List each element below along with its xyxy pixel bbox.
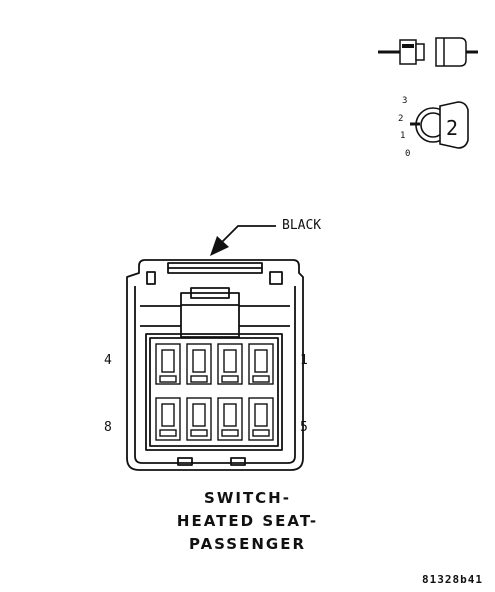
pin-cavity	[217, 397, 243, 441]
cavity-frame	[145, 333, 283, 451]
connector-color-label: BLACK	[282, 218, 321, 233]
connector-body	[126, 259, 304, 471]
key-number: 2	[446, 116, 458, 140]
component-title-line-2: HEATED SEAT-	[176, 512, 319, 530]
pin-label-bottom-right: 5	[300, 420, 308, 435]
color-callout: BLACK	[210, 218, 321, 256]
key-position-1: 1	[400, 131, 405, 141]
callout-arrowhead	[210, 236, 229, 256]
key-position-3: 3	[402, 96, 407, 106]
pin-label-top-left: 4	[104, 353, 112, 368]
latch-lock	[180, 292, 240, 338]
pin-cavity	[186, 343, 212, 385]
figure-id: 81328b41	[422, 573, 483, 586]
component-title-line-1: SWITCH-	[204, 489, 291, 507]
key-icon	[410, 101, 469, 149]
cavity-row-top	[155, 343, 274, 385]
component-title-line-3: PASSENGER	[188, 535, 307, 553]
callout-leader-line	[221, 225, 276, 243]
pin-label-top-right: 1	[300, 353, 308, 368]
key-position-2: 2	[398, 114, 403, 124]
key-legend: 3 2 1 0 2	[398, 96, 469, 159]
cavity-row-bottom	[155, 397, 274, 441]
pin-cavity	[155, 343, 181, 385]
pin-cavity	[248, 343, 274, 385]
pin-cavity	[217, 343, 243, 385]
pin-cavity	[186, 397, 212, 441]
pin-label-bottom-left: 8	[104, 420, 112, 435]
connector-view-icon	[378, 37, 478, 67]
pin-cavity	[248, 397, 274, 441]
connector-outer-shell	[126, 259, 304, 471]
pin-cavity	[155, 397, 181, 441]
key-position-0: 0	[405, 149, 410, 159]
